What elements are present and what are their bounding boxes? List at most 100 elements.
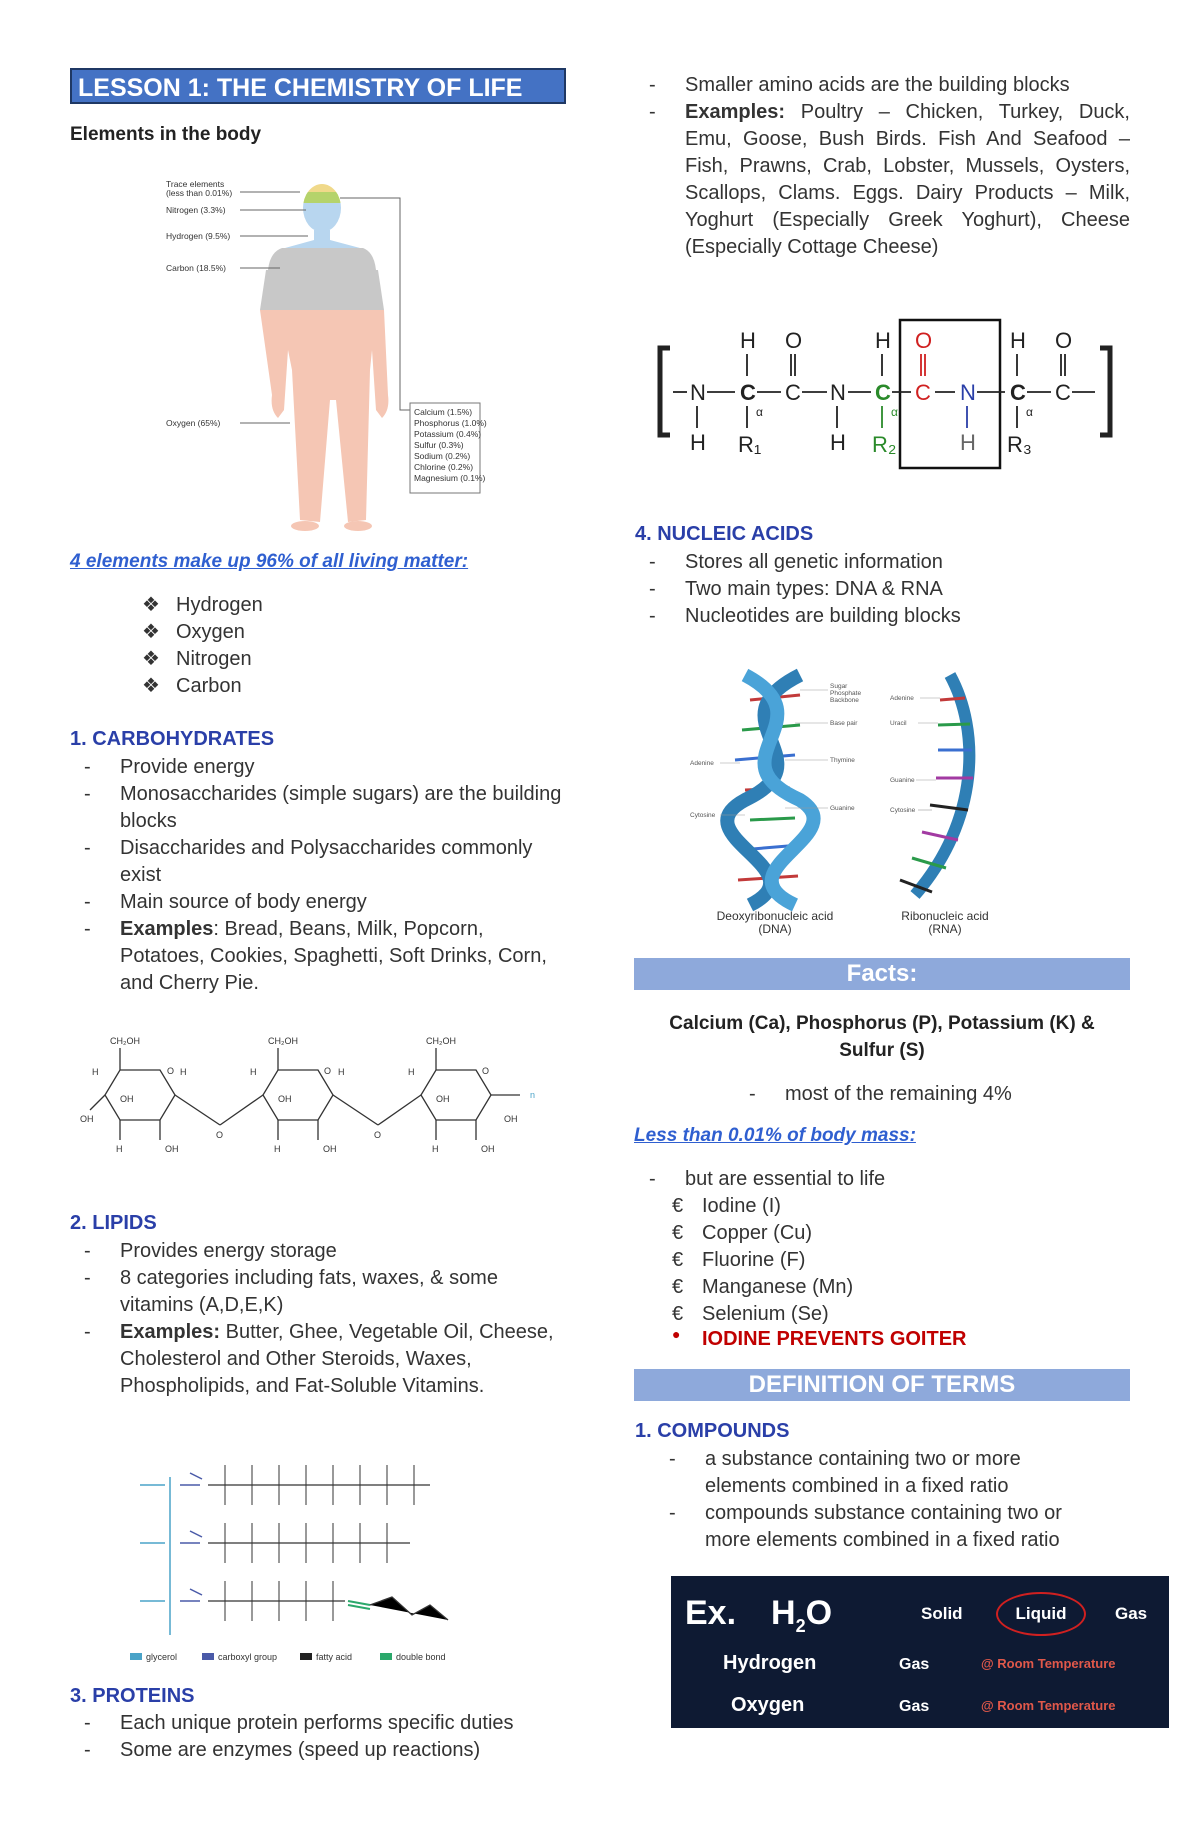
bullet-icon: ●	[672, 1326, 681, 1342]
list-item: Some are enzymes (speed up reactions)	[70, 1737, 570, 1764]
proteins-cont-list: Smaller amino acids are the building blo…	[635, 72, 1130, 261]
carbohydrates-heading: 1. CARBOHYDRATES	[70, 728, 275, 750]
trace-elements-link[interactable]: Less than 0.01% of body mass:	[634, 1125, 916, 1146]
list-item: Manganese (Mn)	[630, 1274, 1125, 1301]
list-item: Monosaccharides (simple sugars) are the …	[70, 781, 570, 835]
examples-label: Examples	[120, 918, 214, 940]
state-gas: Gas	[1115, 1604, 1148, 1623]
n-atom: N	[960, 380, 976, 405]
oh-label: OH	[481, 1144, 495, 1154]
page-title: LESSON 1: THE CHEMISTRY OF LIFE	[70, 68, 566, 104]
trace-label-1: Trace elements	[166, 179, 224, 189]
oxygen-label: Oxygen (65%)	[166, 418, 220, 428]
goiter-text: IODINE PREVENTS GOITER	[702, 1328, 967, 1350]
legend-swatch-carboxyl	[202, 1653, 214, 1660]
dna-caption: Deoxyribonucleic acid	[717, 909, 834, 923]
n-atom: N	[690, 380, 706, 405]
rna-caption-abbr: (RNA)	[928, 922, 961, 936]
elements-heading: Elements in the body	[70, 124, 262, 145]
ch2oh-label: CH₂OH	[426, 1036, 456, 1046]
goiter-note: ● IODINE PREVENTS GOITER	[672, 1326, 967, 1351]
nitrogen-label: Nitrogen (3.3%)	[166, 205, 226, 215]
state-solid: Solid	[921, 1604, 963, 1623]
oh-label: OH	[278, 1094, 292, 1104]
list-item: Nitrogen	[142, 646, 263, 673]
r1-group: R₁	[738, 432, 761, 457]
formula-sub: 2	[795, 1615, 806, 1636]
peptide-figure: N C C N C C N C C H O H O H O H H H R₁ R…	[657, 318, 1113, 470]
c-atom: C	[1055, 380, 1071, 405]
rna-caption: Ribonucleic acid	[901, 909, 988, 923]
list-item: a substance containing two or more eleme…	[655, 1446, 1105, 1500]
magnesium-label: Magnesium (0.1%)	[414, 473, 486, 483]
legend-swatch-double-bond	[380, 1653, 392, 1660]
list-item: Examples: Butter, Ghee, Vegetable Oil, C…	[70, 1319, 570, 1400]
ring-oxygen: O	[482, 1066, 489, 1076]
h-label: H	[116, 1144, 123, 1154]
minor-elements-box	[409, 402, 481, 494]
h-label: H	[338, 1067, 345, 1077]
rna-label: Cytosine	[890, 807, 916, 814]
c-alpha-atom: C	[875, 380, 891, 405]
dna-caption-abbr: (DNA)	[758, 922, 791, 936]
list-item: Examples: Poultry – Chicken, Turkey, Duc…	[635, 99, 1130, 261]
row-name: Oxygen	[731, 1694, 805, 1716]
h-atom: H	[960, 430, 976, 455]
list-item: Main source of body energy	[70, 889, 570, 916]
list-item: Each unique protein performs specific du…	[70, 1710, 570, 1737]
oh-label: OH	[165, 1144, 179, 1154]
list-item: Copper (Cu)	[630, 1220, 1125, 1247]
dna-label: Adenine	[690, 760, 714, 767]
trace-label-2: (less than 0.01%)	[166, 188, 232, 198]
dna-label: Guanine	[830, 805, 855, 812]
formula-o: O	[805, 1594, 833, 1632]
c-atom: C	[785, 380, 801, 405]
formula-h: H	[771, 1594, 796, 1632]
facts-heading: Facts:	[634, 958, 1130, 990]
polysaccharide-figure: CH₂OH CH₂OH CH₂OH O O O O O OH OH OH OH …	[80, 1036, 535, 1154]
list-item: Examples: Bread, Beans, Milk, Popcorn, P…	[70, 916, 570, 997]
facts-major-elements: Calcium (Ca), Phosphorus (P), Potassium …	[634, 1010, 1130, 1064]
hydrogen-label: Hydrogen (9.5%)	[166, 231, 230, 241]
proteins-heading: 3. PROTEINS	[70, 1685, 195, 1707]
essential-list: but are essential to life	[635, 1166, 1130, 1193]
h-label: H	[274, 1144, 281, 1154]
facts-line-1: Calcium (Ca), Phosphorus (P), Potassium …	[669, 1013, 1095, 1034]
ring-oxygen: O	[167, 1066, 174, 1076]
h-atom: H	[1010, 328, 1026, 353]
h-atom: H	[830, 430, 846, 455]
ch2oh-label: CH₂OH	[110, 1036, 140, 1046]
examples-text: Poultry – Chicken, Turkey, Duck, Emu, Go…	[685, 101, 1130, 258]
list-item: Provides energy storage	[70, 1238, 570, 1265]
four-elements-list: Hydrogen Oxygen Nitrogen Carbon	[142, 592, 263, 700]
examples-text: : Bread, Beans, Milk, Popcorn, Potatoes,…	[120, 918, 547, 994]
proteins-list: Each unique protein performs specific du…	[70, 1710, 570, 1764]
oh-label: OH	[504, 1114, 518, 1124]
calcium-label: Calcium (1.5%)	[414, 407, 472, 417]
carbohydrates-list: Provide energy Monosaccharides (simple s…	[70, 754, 570, 997]
dna-rna-figure: Sugar Phosphate Backbone Base pair Thymi…	[690, 668, 989, 936]
rna-label: Uracil	[890, 720, 907, 727]
list-item: Hydrogen	[142, 592, 263, 619]
legend-swatch-glycerol	[130, 1653, 142, 1660]
h2o-formula: H2O	[771, 1594, 832, 1637]
alpha-label: α	[891, 405, 898, 419]
chlorine-label: Chlorine (0.2%)	[414, 462, 473, 472]
ch2oh-label: CH₂OH	[268, 1036, 298, 1046]
h-atom: H	[740, 328, 756, 353]
h-label: H	[432, 1144, 439, 1154]
c-alpha-atom: C	[1010, 380, 1026, 405]
lipids-list: Provides energy storage 8 categories inc…	[70, 1238, 570, 1400]
dna-label: Phosphate	[830, 690, 861, 697]
legend-fatty-acid: fatty acid	[316, 1652, 352, 1662]
dna-label: Cytosine	[690, 812, 716, 819]
n-atom: N	[830, 380, 846, 405]
dna-label: Thymine	[830, 757, 855, 764]
nucleic-heading: 4. NUCLEIC ACIDS	[635, 523, 814, 545]
four-elements-link[interactable]: 4 elements make up 96% of all living mat…	[70, 551, 469, 572]
link-oxygen: O	[216, 1130, 223, 1140]
potassium-label: Potassium (0.4%)	[414, 429, 481, 439]
h-atom: H	[690, 430, 706, 455]
nitrogen-band	[303, 192, 341, 203]
list-item: Disaccharides and Polysaccharides common…	[70, 835, 570, 889]
